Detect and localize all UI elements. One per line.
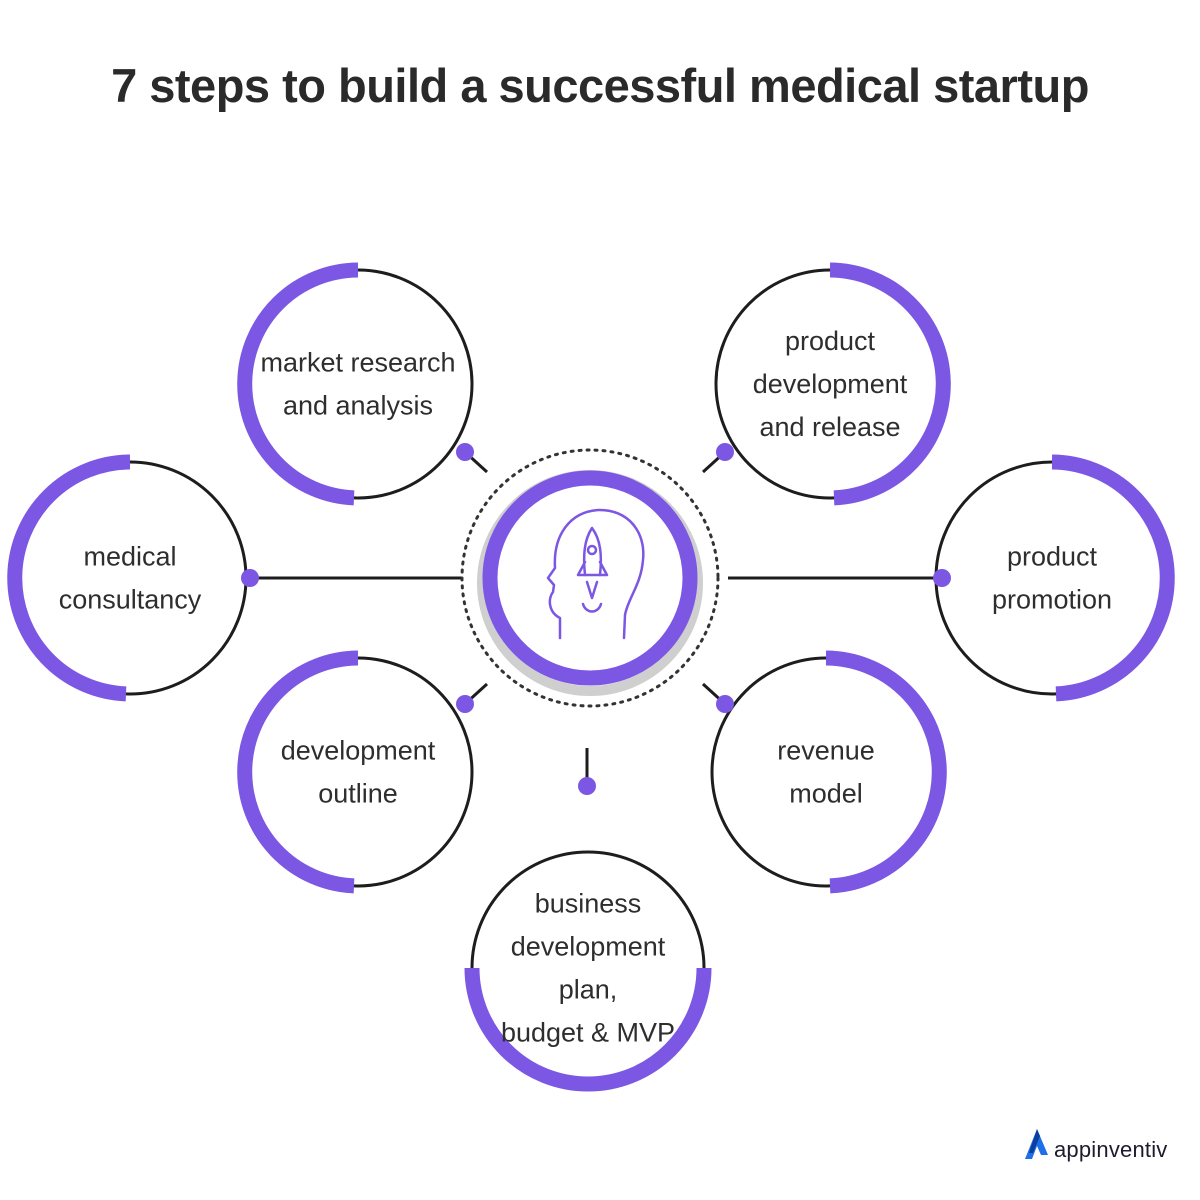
step-label-line: revenue <box>777 736 875 766</box>
rocket-in-head-icon <box>546 508 645 640</box>
center-ring <box>482 470 698 686</box>
step-connector-dot <box>456 695 474 713</box>
step-label-line: product <box>785 326 876 356</box>
step-label: product development and release <box>753 326 908 442</box>
step-connector-dot <box>578 777 596 795</box>
step-label-line: market research <box>260 348 455 378</box>
step-accent-arc <box>464 967 712 1092</box>
step-label: revenue model <box>777 736 875 809</box>
step-label-line: development <box>511 932 666 962</box>
step-label: development outline <box>281 736 436 809</box>
step-label: market research and analysis <box>260 348 455 421</box>
step-connector-dot <box>456 443 474 461</box>
step-label-line: medical <box>83 542 176 572</box>
center-hub <box>460 448 720 708</box>
step-node: market research and analysis <box>237 262 474 506</box>
step-accent-arc <box>1051 454 1175 702</box>
brand-name: appinventiv <box>1054 1137 1168 1162</box>
step-label-line: plan, <box>559 975 618 1005</box>
step-label-line: and release <box>759 412 900 442</box>
step-node: product promotion <box>933 454 1175 702</box>
step-label-line: consultancy <box>59 585 202 615</box>
step-connector-dot <box>933 569 951 587</box>
step-accent-arc <box>237 650 359 894</box>
step-label-line: outline <box>318 779 398 809</box>
step-node: medical consultancy <box>7 454 259 702</box>
step-connector-dot <box>241 569 259 587</box>
step-label-line: product <box>1007 542 1098 572</box>
page-title: 7 steps to build a successful medical st… <box>111 59 1089 112</box>
step-connector-dot <box>716 695 734 713</box>
step-label: business development plan, budget & MVP <box>501 889 675 1048</box>
steps-layer: medical consultancy market research and ana… <box>7 262 1175 1092</box>
step-node: business development plan, budget & MVP <box>464 777 712 1092</box>
appinventiv-logo-icon <box>1025 1129 1048 1159</box>
step-label-line: model <box>789 779 863 809</box>
center-dotted-ring <box>460 448 720 708</box>
step-accent-arc <box>825 650 947 894</box>
step-label-line: promotion <box>992 585 1112 615</box>
step-label-line: business <box>535 889 642 919</box>
step-label-line: budget & MVP <box>501 1018 675 1048</box>
step-label-line: and analysis <box>283 391 433 421</box>
step-label: medical consultancy <box>59 542 202 615</box>
step-label-line: development <box>281 736 436 766</box>
step-node: product development and release <box>714 262 951 506</box>
step-accent-arc <box>7 454 131 702</box>
step-accent-arc <box>237 262 359 506</box>
step-node: revenue model <box>710 650 947 894</box>
brand: appinventiv <box>1024 1127 1168 1161</box>
step-label: product promotion <box>992 542 1112 615</box>
step-connector-dot <box>716 443 734 461</box>
step-label-line: development <box>753 369 908 399</box>
step-node: development outline <box>237 650 474 894</box>
step-accent-arc <box>829 262 951 506</box>
